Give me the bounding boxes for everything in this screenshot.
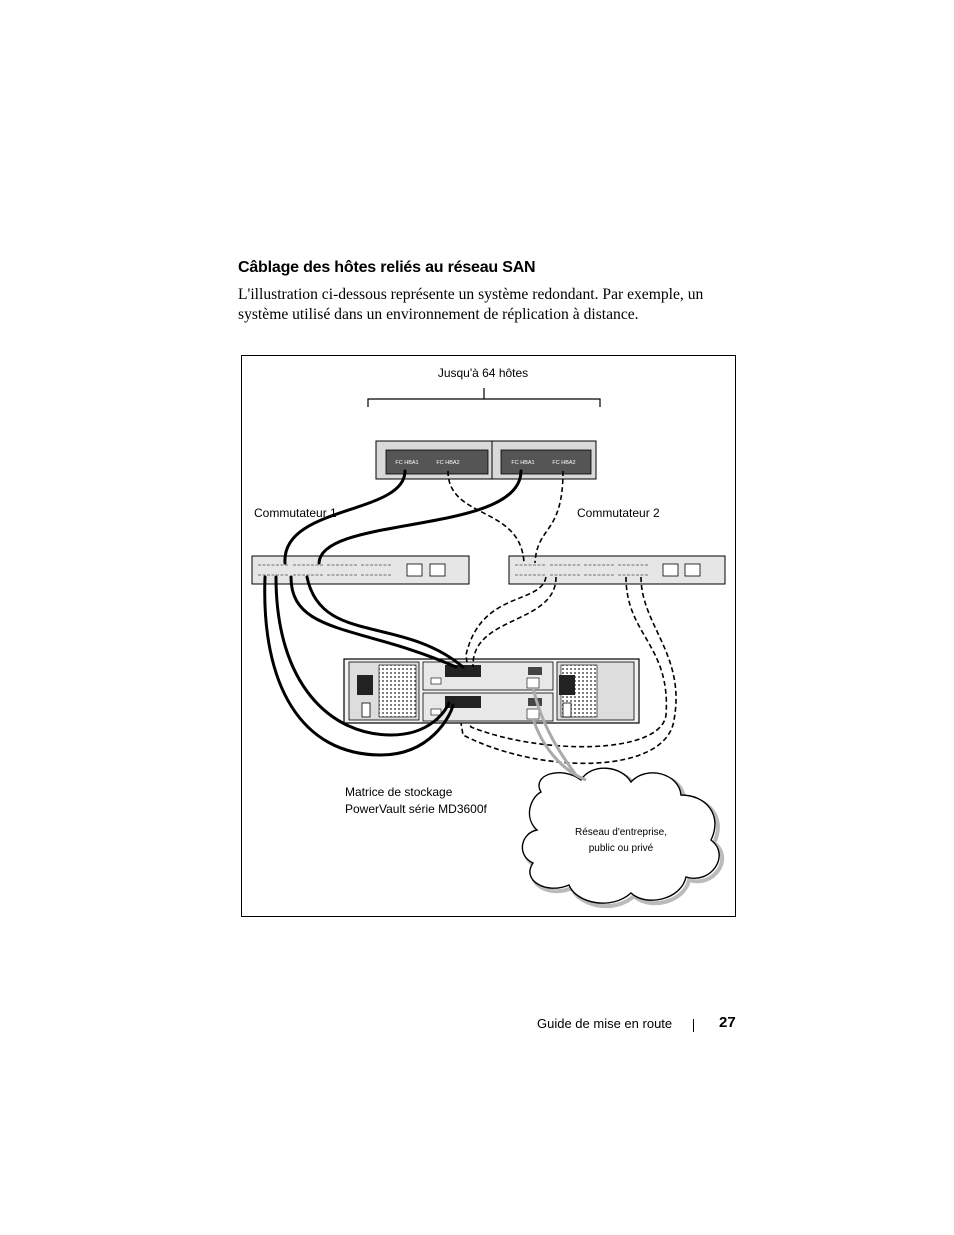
network-label-line2: public ou privé: [589, 843, 654, 854]
section-paragraph: L'illustration ci-dessous représente un …: [238, 285, 738, 324]
section-heading: Câblage des hôtes reliés au réseau SAN: [238, 259, 536, 276]
switch-1: [251, 555, 470, 585]
host2-port1-label: FC HBA1: [511, 460, 534, 466]
host-server-1: FC HBA1 FC HBA2: [375, 440, 495, 480]
hosts-label: Jusqu'à 64 hôtes: [438, 366, 528, 380]
footer-title: Guide de mise en route: [537, 1016, 673, 1031]
storage-label-line2: PowerVault série MD3600f: [345, 802, 488, 816]
storage-array: [343, 658, 640, 724]
footer-separator: [693, 1019, 694, 1032]
network-cloud: [521, 767, 725, 909]
san-cabling-figure: Jusqu'à 64 hôtes FC HBA1 FC HBA2 FC HBA1…: [241, 355, 736, 917]
hosts-brace: [367, 388, 601, 407]
paragraph-line: L'illustration ci-dessous représente un …: [238, 286, 704, 303]
host-server-2: FC HBA1 FC HBA2: [491, 440, 597, 480]
network-cables: [531, 686, 587, 782]
host1-port1-label: FC HBA1: [395, 460, 418, 466]
switch2-cables: [447, 470, 677, 765]
host1-port2-label: FC HBA2: [436, 460, 459, 466]
switch-2: [508, 555, 726, 585]
storage-label-line1: Matrice de stockage: [345, 785, 453, 799]
paragraph-line: système utilisé dans un environnement de…: [238, 305, 639, 323]
network-label-line1: Réseau d'entreprise,: [575, 827, 667, 838]
host2-port2-label: FC HBA2: [552, 460, 575, 466]
switch2-label: Commutateur 2: [577, 506, 660, 520]
switch1-cables: [263, 469, 523, 757]
switch1-label: Commutateur 1: [254, 506, 337, 520]
page-number: 27: [719, 1014, 736, 1031]
